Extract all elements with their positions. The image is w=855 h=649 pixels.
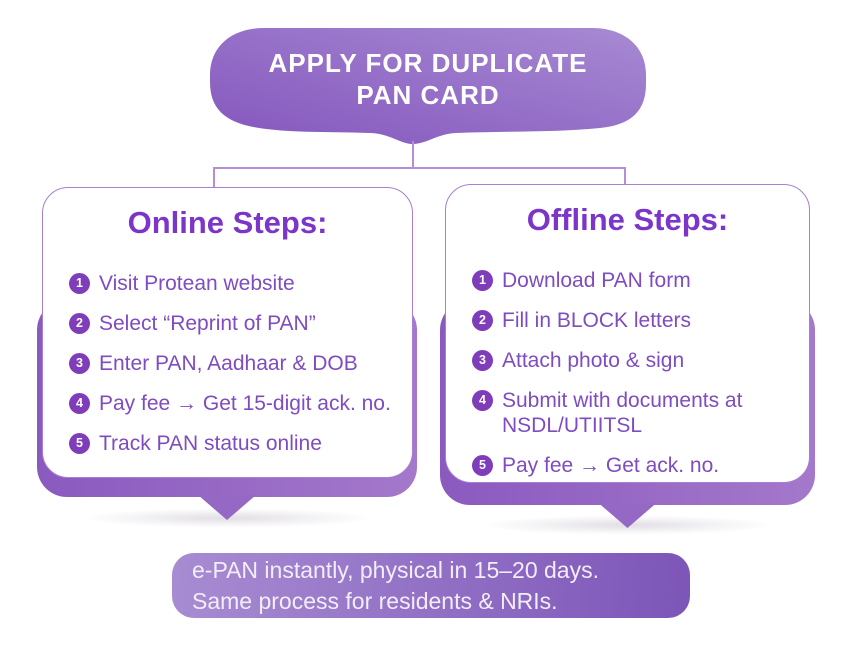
offline-steps-list: 1 Download PAN form 2 Fill in BLOCK lett…	[472, 268, 801, 478]
step-number-badge: 4	[69, 393, 90, 414]
list-item: 3 Attach photo & sign	[472, 348, 801, 373]
step-text: Fill in BLOCK letters	[502, 309, 692, 332]
connector-horizontal	[213, 167, 625, 169]
footer-banner: e-PAN instantly, physical in 15–20 days.…	[172, 553, 690, 618]
list-item: 4 Pay fee → Get 15-digit ack. no.	[69, 391, 404, 416]
page-title-line2: PAN CARD	[356, 80, 500, 110]
step-number-badge: 3	[472, 350, 493, 371]
step-number-badge: 2	[472, 310, 493, 331]
list-item: 2 Select “Reprint of PAN”	[69, 311, 404, 336]
step-text: Visit Protean website	[99, 272, 295, 295]
header-bubble: APPLY FOR DUPLICATE PAN CARD	[210, 27, 646, 147]
online-steps-group: Online Steps: 1 Visit Protean website 2 …	[37, 187, 417, 532]
step-number-badge: 1	[69, 273, 90, 294]
step-text: Pay fee → Get ack. no.	[502, 454, 720, 477]
step-number-badge: 5	[472, 455, 493, 476]
step-number-badge: 2	[69, 313, 90, 334]
offline-steps-title: Offline Steps:	[526, 202, 729, 237]
step-number-badge: 5	[69, 433, 90, 454]
connector-vertical-left	[213, 167, 215, 188]
list-item: 3 Enter PAN, Aadhaar & DOB	[69, 351, 404, 376]
step-text: Track PAN status online	[99, 432, 322, 455]
step-number-badge: 1	[472, 270, 493, 291]
step-text: Pay fee → Get 15-digit ack. no.	[99, 392, 391, 415]
offline-steps-card: Offline Steps: 1 Download PAN form 2 Fil…	[445, 184, 810, 483]
offline-steps-group: Offline Steps: 1 Download PAN form 2 Fil…	[440, 184, 815, 536]
list-item: 5 Track PAN status online	[69, 431, 404, 456]
online-steps-list: 1 Visit Protean website 2 Select “Reprin…	[69, 271, 404, 456]
step-text: Submit with documents at NSDL/UTIITSL	[502, 389, 743, 437]
step-number-badge: 3	[69, 353, 90, 374]
list-item: 1 Visit Protean website	[69, 271, 404, 296]
step-text: Select “Reprint of PAN”	[99, 312, 316, 335]
list-item: 5 Pay fee → Get ack. no.	[472, 453, 801, 478]
footer-line2: Same process for residents & NRIs.	[192, 587, 558, 614]
list-item: 4 Submit with documents at NSDL/UTIITSL	[472, 388, 801, 438]
step-text: Attach photo & sign	[502, 349, 685, 372]
header-bubble-shape	[210, 28, 646, 144]
footer-line1: e-PAN instantly, physical in 15–20 days.	[192, 556, 599, 583]
step-text: Download PAN form	[502, 269, 691, 292]
page-title-line1: APPLY FOR DUPLICATE	[268, 48, 588, 78]
list-item: 1 Download PAN form	[472, 268, 801, 293]
list-item: 2 Fill in BLOCK letters	[472, 308, 801, 333]
step-number-badge: 4	[472, 390, 493, 411]
connector-vertical-center	[412, 141, 414, 168]
step-text: Enter PAN, Aadhaar & DOB	[99, 352, 358, 375]
online-steps-card: Online Steps: 1 Visit Protean website 2 …	[42, 187, 413, 478]
online-steps-title: Online Steps:	[127, 205, 328, 240]
connector-vertical-right	[624, 167, 626, 185]
page-title: APPLY FOR DUPLICATE PAN CARD	[210, 47, 646, 111]
